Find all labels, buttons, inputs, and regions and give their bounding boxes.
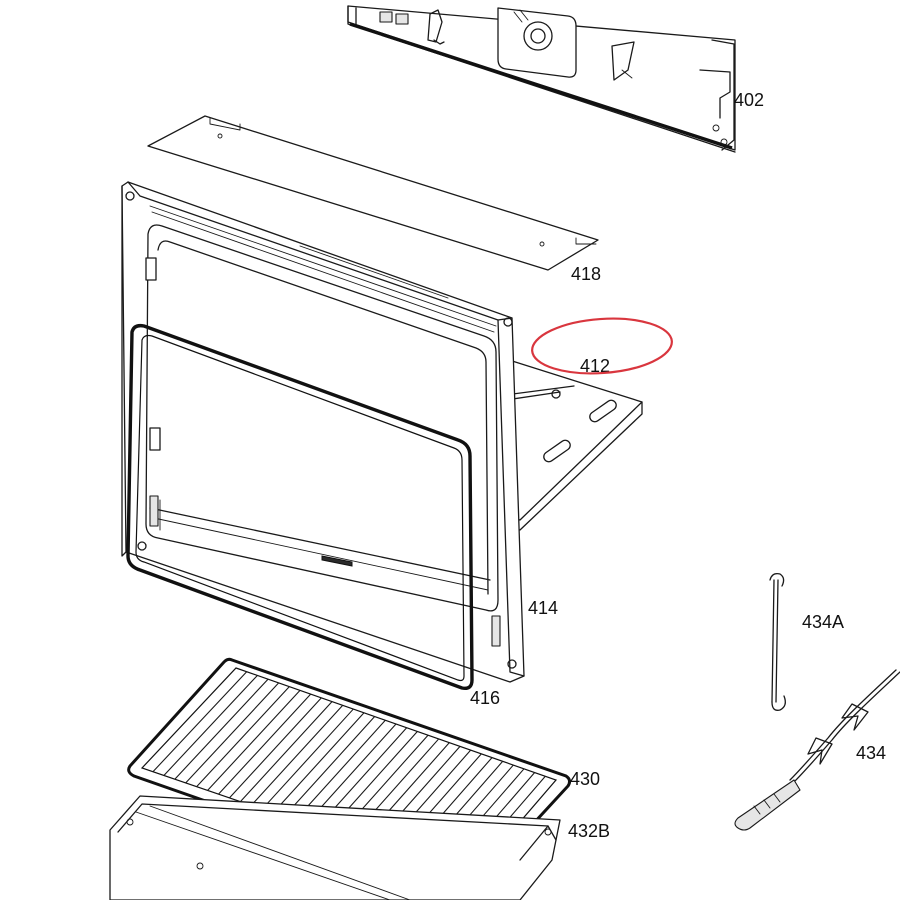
rack-wire	[239, 701, 333, 802]
part-434-probe	[734, 669, 900, 831]
label-402: 402	[734, 90, 764, 110]
part-432b-tray	[109, 795, 561, 900]
part-434a-hook-rod	[769, 572, 786, 711]
rack-wire	[294, 719, 386, 821]
highlight-circle-412	[531, 317, 673, 375]
rack-wire	[174, 678, 269, 780]
label-416: 416	[470, 688, 500, 708]
rack-wire	[163, 675, 258, 776]
rack-wire	[229, 697, 322, 799]
rack-wire	[218, 693, 312, 795]
rack-wire	[261, 708, 354, 810]
label-432b: 432B	[568, 821, 610, 841]
rack-wire	[196, 686, 290, 788]
part-418-top-plate	[147, 115, 599, 271]
part-402-control-panel	[347, 5, 736, 153]
rack-wire	[185, 682, 280, 784]
label-414: 414	[528, 598, 558, 618]
label-418: 418	[571, 264, 601, 284]
label-434: 434	[856, 743, 886, 763]
part-414-front-frame	[121, 181, 525, 683]
rack-wire	[250, 704, 344, 806]
rack-wire	[152, 671, 248, 773]
label-430: 430	[570, 769, 600, 789]
rack-wire	[283, 716, 376, 817]
rack-wire	[272, 712, 365, 814]
part-416-gasket	[126, 323, 474, 691]
label-434a: 434A	[802, 612, 844, 632]
rack-wire	[207, 690, 301, 791]
label-412: 412	[580, 356, 610, 376]
